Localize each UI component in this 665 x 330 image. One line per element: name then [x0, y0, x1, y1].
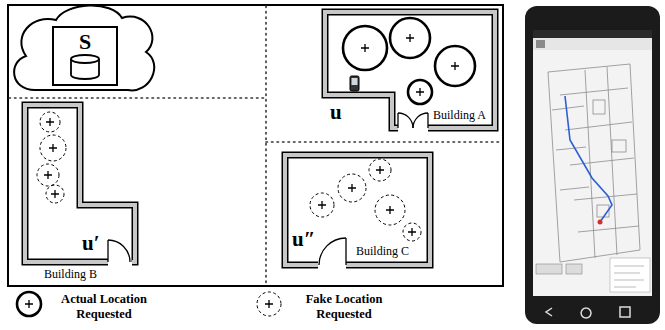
building-label: Building A — [433, 108, 486, 122]
fake-location-sample — [254, 290, 284, 320]
frame — [8, 5, 503, 286]
legend-entry: Actual Location Requested — [14, 290, 160, 322]
building-label: Building B — [44, 267, 97, 281]
legend-label: Actual Location Requested — [48, 290, 160, 322]
server-label: S — [54, 28, 116, 55]
cloud-outline — [14, 5, 154, 90]
legend-entry: Fake Location Requested — [254, 290, 400, 322]
door-symbol — [319, 238, 346, 265]
divider — [9, 6, 502, 285]
server-box: S — [52, 26, 118, 86]
door-symbol — [398, 113, 428, 128]
legend-label: Fake Location Requested — [288, 290, 400, 322]
smartphone-illustration — [525, 6, 660, 324]
handset-icon — [350, 76, 359, 91]
user-label: u′ — [82, 232, 100, 254]
building-wall — [285, 155, 430, 265]
actual-location-sample — [14, 290, 44, 320]
building-area: u′ Building B — [22, 102, 138, 283]
user-label: u″ — [292, 228, 315, 250]
building-wall — [325, 12, 495, 128]
building-label: Building C — [356, 244, 409, 258]
database-symbol — [68, 54, 102, 80]
user-label: u — [330, 101, 342, 123]
building-area: u Building A — [322, 9, 498, 131]
actual-location-circle — [343, 18, 475, 104]
fake-location-circle — [37, 112, 421, 241]
door-symbol — [108, 240, 130, 262]
building-area: u″ Building C — [282, 152, 433, 268]
building-wall — [25, 105, 135, 262]
